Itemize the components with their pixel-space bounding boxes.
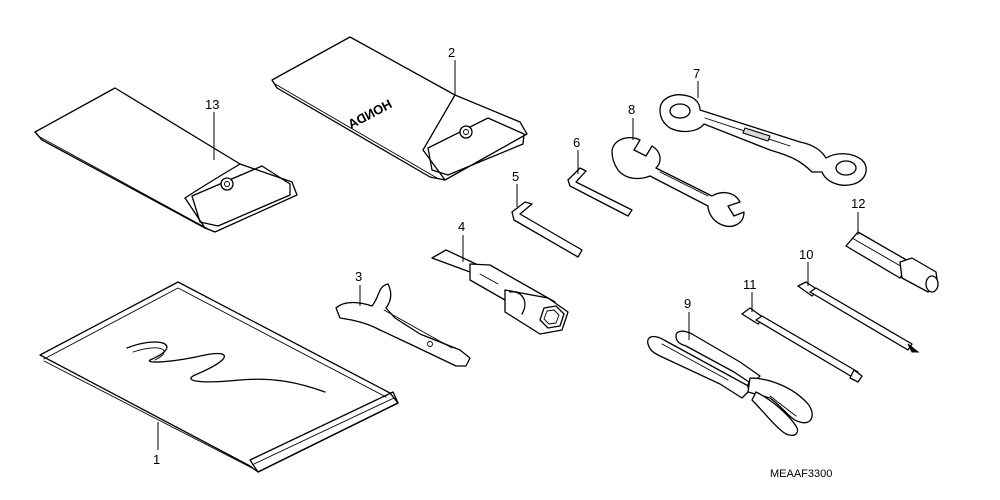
callout-10: 10: [799, 247, 813, 262]
part-1-document-pack[interactable]: [39, 281, 399, 473]
callout-2: 2: [448, 45, 455, 60]
diagram-code: MEAAF3300: [770, 468, 832, 480]
callout-13: 13: [205, 97, 219, 112]
part-4-socket-wrench[interactable]: [431, 249, 569, 335]
callout-1: 1: [153, 452, 160, 467]
part-12-screwdriver-handle[interactable]: [845, 231, 939, 293]
part-7-ring-wrench[interactable]: [659, 94, 867, 186]
part-13-tool-pouch[interactable]: [34, 87, 298, 233]
part-2-tool-pouch[interactable]: HONDA: [271, 36, 528, 181]
callout-9: 9: [684, 296, 691, 311]
part-6-hex-key[interactable]: [567, 167, 633, 217]
callout-12: 12: [851, 196, 865, 211]
callout-3: 3: [355, 269, 362, 284]
part-8-open-end-wrench[interactable]: [611, 137, 745, 227]
callout-11: 11: [743, 277, 757, 292]
part-3-pin-spanner[interactable]: [335, 283, 471, 367]
part-11-screwdriver-blade[interactable]: [741, 307, 863, 383]
part-9-pliers[interactable]: [647, 330, 813, 436]
callout-7: 7: [693, 66, 700, 81]
callout-4: 4: [458, 219, 465, 234]
callout-6: 6: [573, 135, 580, 150]
part-5-hex-key[interactable]: [511, 201, 583, 258]
part-10-screwdriver-blade[interactable]: [797, 281, 920, 353]
callout-5: 5: [512, 169, 519, 184]
callout-8: 8: [628, 102, 635, 117]
